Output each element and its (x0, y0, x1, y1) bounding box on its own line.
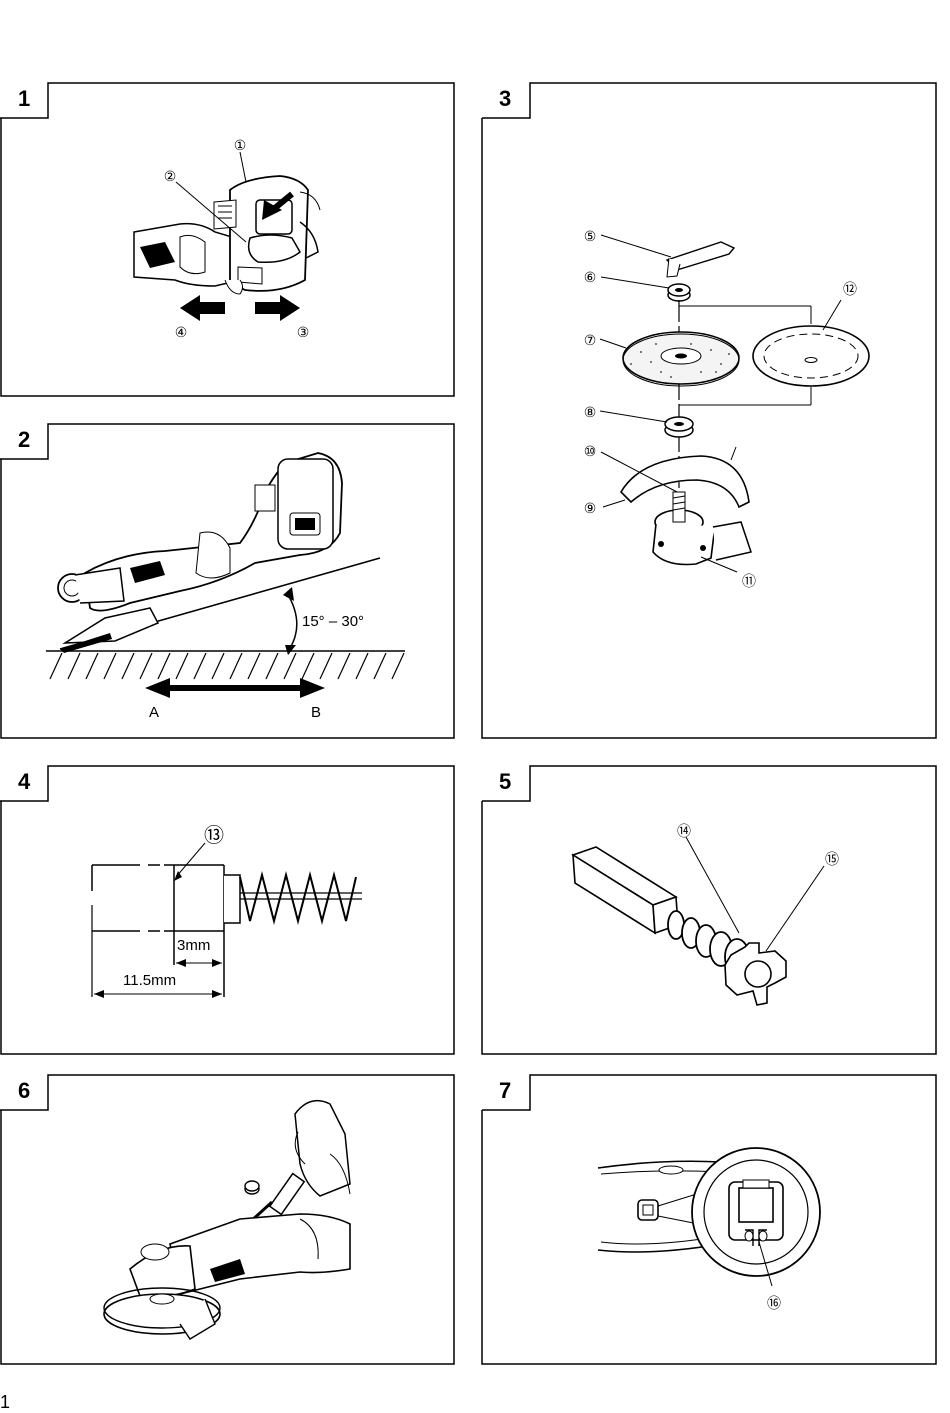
panel-6-frame (0, 1074, 455, 1365)
panel-number: 2 (18, 427, 31, 452)
dimension-3mm: 3mm (177, 937, 210, 954)
panel-number: 5 (499, 769, 512, 794)
callout-15: ⑮ (825, 851, 839, 867)
grinding-angle-illustration (46, 452, 405, 698)
callout-11: ⑪ (742, 573, 756, 589)
panel-number: 4 (18, 769, 31, 794)
brush-inspection-window-illustration (597, 1147, 821, 1287)
callout-8: ⑧ (584, 404, 597, 420)
panel-7-frame (481, 1074, 937, 1365)
panel-2-frame (0, 423, 455, 739)
callout-2: ② (164, 168, 177, 184)
panel-7-callouts: ⑯ (767, 1295, 781, 1311)
battery-removal-illustration (133, 151, 321, 321)
brush-cap-removal-illustration (103, 1099, 351, 1340)
panel-number: 1 (18, 86, 31, 111)
panel-number: 6 (18, 1078, 31, 1103)
panel-1-callouts: ① ② ③ ④ (164, 137, 310, 340)
callout-14: ⑭ (677, 823, 691, 839)
dimension-11-5mm: 11.5mm (123, 972, 176, 989)
angle-label: 15° – 30° (302, 613, 364, 630)
wheel-assembly-illustration (599, 234, 870, 573)
panel-4-labels: ⑬ 3mm 11.5mm (123, 824, 224, 989)
figure-panel-5: 5 ⑭ ⑮ (481, 765, 937, 1055)
callout-7: ⑦ (584, 332, 597, 348)
figure-panel-7: 7 ⑯ (481, 1074, 937, 1365)
carbon-brush-dimension-diagram (91, 842, 362, 998)
callout-4: ④ (175, 324, 188, 340)
panel-number: 3 (499, 86, 512, 111)
panel-2-labels: 15° – 30° A B (149, 613, 364, 721)
panel-number: 7 (499, 1078, 512, 1103)
panel-1-frame (0, 82, 455, 397)
callout-6: ⑥ (584, 269, 597, 285)
figure-panel-6: 6 (0, 1074, 455, 1365)
figure-panel-4: 4 ⑬ 3mm 11.5mm (0, 765, 455, 1055)
callout-10: ⑩ (584, 443, 597, 459)
callout-1: ① (234, 137, 247, 153)
figure-panel-3: 3 (481, 82, 937, 739)
panel-3-frame (481, 82, 937, 739)
figure-panel-1: 1 ① ② ③ ④ (0, 82, 455, 397)
callout-16: ⑯ (767, 1295, 781, 1311)
panel-4-frame (0, 765, 455, 1055)
panel-3-callouts: ⑤ ⑥ ⑦ ⑧ ⑨ ⑩ ⑪ ⑫ (584, 228, 857, 589)
panel-5-frame (481, 765, 937, 1055)
callout-5: ⑤ (584, 228, 597, 244)
figure-panel-2: 2 (0, 423, 455, 739)
callout-3: ③ (297, 324, 310, 340)
panel-5-callouts: ⑭ ⑮ (677, 823, 839, 867)
page-number: 1 (0, 1392, 11, 1412)
direction-a-label: A (149, 704, 159, 721)
carbon-brush-illustration (571, 836, 825, 1006)
callout-9: ⑨ (584, 500, 597, 516)
callout-13: ⑬ (204, 824, 224, 847)
callout-12: ⑫ (843, 281, 857, 297)
direction-b-label: B (311, 704, 321, 721)
